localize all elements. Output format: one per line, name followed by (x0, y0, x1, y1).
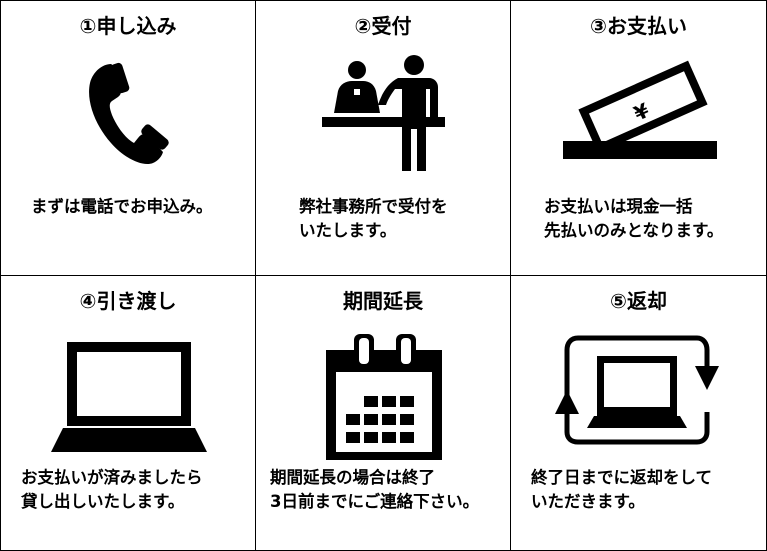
reception-desk-icon (322, 55, 445, 171)
laptop-icon (51, 342, 207, 452)
step-extension-title: 期間延長 (343, 289, 423, 313)
step-extension-desc: 期間延長の場合は終了 3日前までにご連絡下さい。 (270, 468, 480, 511)
step-handover-title: ④引き渡し (79, 289, 177, 313)
step-payment: ③お支払い ¥ お支払いは現金一括 先払いのみとなります。 (511, 1, 766, 276)
step-return-title: ⑤返却 (610, 289, 667, 313)
step-handover-desc: お支払いが済みましたら 貸し出しいたします。 (21, 468, 203, 511)
step-handover: ④引き渡し お支払いが済みましたら 貸し出しいたします。 (1, 276, 256, 550)
step-return: ⑤返却 終了日までに返却をして いただきます。 (511, 276, 766, 550)
step-extension: 期間延長 期間延長の場合は終了 3日前までにご連絡下さい。 (256, 276, 511, 550)
step-payment-title: ③お支払い (590, 14, 687, 38)
return-laptop-icon (555, 335, 719, 445)
step-payment-desc: お支払いは現金一括 先払いのみとなります。 (544, 197, 724, 240)
phone-icon (89, 62, 169, 165)
yen-payment-icon: ¥ (563, 60, 717, 159)
step-apply-desc: まずは電話でお申込み。 (31, 197, 213, 216)
step-apply-title: ①申し込み (79, 14, 177, 38)
step-reception: ②受付 弊社事務所で受付を いたします。 (256, 1, 511, 276)
step-reception-desc: 弊社事務所で受付を いたします。 (299, 197, 448, 240)
step-reception-title: ②受付 (354, 14, 412, 38)
calendar-icon (326, 334, 442, 460)
step-apply: ①申し込み まずは電話でお申込み。 (1, 1, 256, 276)
step-return-desc: 終了日までに返却をして いただきます。 (531, 468, 713, 511)
